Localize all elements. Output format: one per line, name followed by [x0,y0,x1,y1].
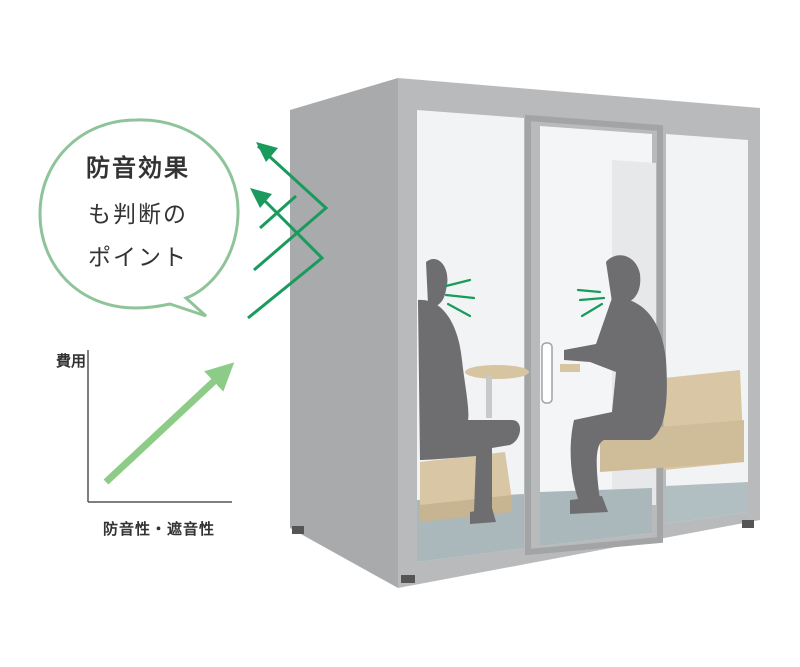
table-leg [486,376,492,418]
graph-y-label: 費用 [56,352,87,370]
bubble-line-1: 防音効果 [86,154,190,182]
cost-performance-graph [87,350,235,503]
booth-floor-door [540,488,652,546]
booth [290,78,760,588]
table-top-right [560,364,580,372]
booth-floor-right [666,482,748,524]
sound-wave-arrows [247,142,329,320]
speech-bubble [38,118,240,318]
door-frame [525,114,663,556]
bubble-line-2: も判断の [88,202,188,228]
graph-x-label: 防音性・遮音性 [103,520,216,538]
speech-lines-right [576,288,606,318]
booth-foot-center [401,575,415,583]
table-top [465,365,529,379]
booth-side-panel [290,78,398,588]
booth-foot-left [292,526,304,534]
person-left [418,258,521,524]
door-handle [541,342,553,404]
booth-foot-right [742,520,754,528]
rising-trend-arrow [103,362,235,485]
speech-lines-left [444,278,476,318]
sound-arrowhead-lower [250,188,272,208]
sound-arrowhead-upper [256,142,278,162]
bubble-line-3: ポイント [88,245,188,271]
person-right [564,255,667,514]
